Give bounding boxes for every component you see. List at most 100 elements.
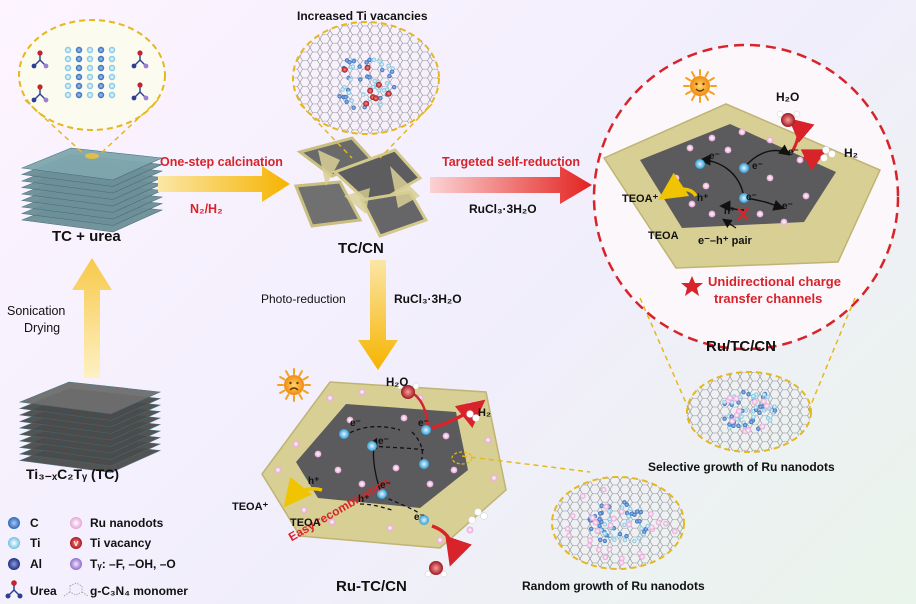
- ru-nanodot: [708, 210, 716, 218]
- lattice-atom: [624, 502, 629, 508]
- increased-ti-vacancies-label: Increased Ti vacancies: [297, 9, 428, 23]
- top-electron-particles: [695, 159, 749, 203]
- lattice-atom: [351, 105, 356, 110]
- sun-ray: [691, 71, 696, 78]
- ru-nanodot: [334, 466, 342, 474]
- lattice-atom: [97, 82, 105, 90]
- lattice-atom: [86, 64, 94, 72]
- vacancy-atom: [341, 66, 348, 73]
- ru-atom: [579, 493, 586, 499]
- ru-atom: [626, 521, 633, 528]
- ru-atom: [745, 427, 752, 434]
- lattice-atom: [736, 400, 741, 405]
- legend-ti-vacancy-letter: V: [74, 541, 79, 548]
- lattice-atom: [617, 531, 623, 537]
- ru-atom: [729, 418, 736, 425]
- stack-layer: [18, 381, 162, 415]
- lattice-atom: [386, 63, 391, 69]
- lattice-atom: [350, 64, 356, 69]
- ru-tc-cn-selective-label: Ru/TC/CN: [706, 338, 776, 355]
- legend-gcn-label: g-C₃N₄ monomer: [90, 584, 188, 598]
- lattice-atom: [75, 82, 83, 90]
- lattice-atom: [75, 64, 83, 72]
- ru-tc-cn-random-label: Ru-TC/CN: [336, 578, 407, 595]
- bottom-teoa-label: TEOA: [290, 517, 321, 529]
- tc-urea-stack: [20, 147, 164, 233]
- lattice-atom: [361, 92, 366, 97]
- sun-ray: [704, 71, 709, 78]
- sonication-arrow: [72, 258, 112, 378]
- ru-atom: [648, 524, 655, 531]
- lattice-atom: [367, 57, 372, 63]
- ru-nanodot: [450, 466, 458, 474]
- ru-nanodot: [358, 388, 366, 396]
- legend-ru-icon: [70, 517, 82, 529]
- ru-atom: [618, 559, 625, 566]
- ru-atom: [566, 532, 572, 539]
- ru-atom: [594, 527, 601, 534]
- sun-eye: [289, 381, 292, 385]
- ru-nanodot: [490, 474, 498, 482]
- lattice-atom: [371, 57, 377, 63]
- top-electron-label-2: e⁻: [752, 161, 763, 172]
- ru-atom: [619, 555, 625, 562]
- photo-reduction-label: Photo-reduction: [261, 292, 346, 306]
- top-hole-label-1: h⁺: [697, 193, 709, 204]
- lattice-atom: [607, 516, 612, 522]
- lattice-atom: [378, 102, 383, 107]
- sun-ray: [285, 393, 290, 400]
- lattice-atom: [722, 416, 727, 421]
- ru-atom: [595, 546, 602, 553]
- lattice-atom: [598, 537, 603, 543]
- ru-atom: [587, 537, 593, 544]
- lattice-atom: [377, 59, 382, 64]
- lattice-atom: [761, 392, 767, 397]
- legend-ty-label: Tᵧ: –F, –OH, –O: [90, 557, 176, 571]
- ru-nanodot: [766, 136, 774, 144]
- ru-nanodot: [466, 400, 474, 408]
- zoom-line-left: [639, 297, 691, 413]
- ru-nanodot: [436, 536, 444, 544]
- sad-sun-icon: [277, 368, 311, 402]
- lattice-atom: [97, 46, 105, 54]
- tc-cn-crumpled-sheets: [293, 136, 429, 238]
- lattice-atom: [389, 69, 395, 74]
- ru-nanodot: [400, 414, 408, 422]
- ru-atom: [589, 514, 596, 521]
- ru-nanodot: [766, 174, 774, 182]
- top-h2-label: H₂: [844, 146, 858, 160]
- sun-face: [284, 375, 304, 395]
- lattice-atom: [602, 531, 607, 536]
- lattice-atom: [370, 84, 376, 90]
- vacancy-atom: [367, 87, 374, 94]
- bottom-electron-label-4: e⁻: [380, 480, 391, 491]
- lattice-atom: [86, 55, 94, 63]
- lattice-atom: [751, 393, 756, 399]
- top-teoa-plus-label: TEOA⁺: [622, 193, 659, 205]
- tc-urea-label: TC + urea: [52, 228, 121, 245]
- legend-ti-vacancy-icon: V: [70, 537, 82, 549]
- lattice-atom: [364, 60, 369, 65]
- lattice-atom: [108, 82, 116, 90]
- legend-gcn-icon: [63, 582, 89, 597]
- sun-face: [690, 76, 710, 96]
- lattice-atom: [372, 78, 377, 84]
- lattice-atom: [349, 98, 355, 103]
- selective-growth-label: Selective growth of Ru nanodots: [648, 460, 835, 474]
- ru-atom: [639, 554, 645, 560]
- urea-atom: [37, 50, 43, 56]
- urea-atom: [37, 84, 43, 90]
- lattice-atom: [597, 517, 602, 522]
- ru-nanodot: [802, 192, 810, 200]
- ru-nanodot: [780, 218, 788, 226]
- lattice-atom: [97, 64, 105, 72]
- sun-ray: [302, 389, 309, 394]
- ru-atom: [592, 519, 599, 526]
- tc-cn-label: TC/CN: [338, 240, 384, 257]
- urea-atom: [137, 50, 143, 56]
- ru-atom: [655, 519, 662, 526]
- ru-nanodot: [346, 416, 354, 424]
- lattice-atom: [757, 410, 762, 415]
- lattice-atom: [637, 518, 642, 524]
- ru-atom: [759, 423, 766, 430]
